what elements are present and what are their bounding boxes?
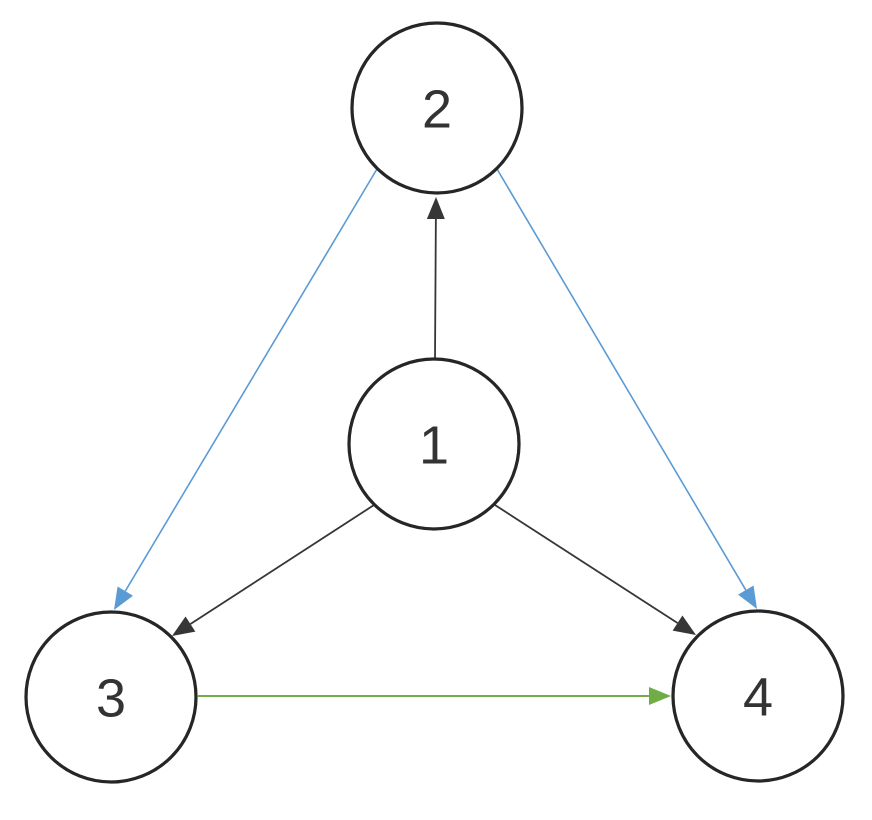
- edge-1-to-2: [426, 197, 445, 361]
- arrowhead-icon: [426, 197, 445, 220]
- node-circle: [350, 21, 524, 195]
- edge-line: [189, 504, 375, 625]
- node-label: 2: [422, 79, 452, 139]
- arrowhead-icon: [172, 616, 196, 636]
- edge-2-to-4: [496, 168, 757, 609]
- edge-line: [124, 168, 378, 592]
- arrowhead-icon: [738, 585, 757, 609]
- arrowhead-icon: [672, 615, 696, 635]
- edge-2-to-3: [114, 168, 378, 610]
- edge-line: [496, 168, 747, 591]
- node-circle: [347, 357, 521, 531]
- edge-3-to-4: [198, 687, 671, 705]
- node-2: 2: [350, 21, 524, 195]
- edge-line: [494, 504, 679, 624]
- node-3: 3: [24, 610, 198, 784]
- arrowhead-icon: [114, 586, 133, 610]
- node-1: 1: [347, 357, 521, 531]
- edge-line: [434, 218, 437, 361]
- edge-1-to-4: [494, 504, 696, 635]
- node-circle: [671, 609, 845, 783]
- node-4: 4: [671, 609, 845, 783]
- node-label: 4: [743, 667, 773, 727]
- edge-1-to-3: [172, 504, 375, 636]
- arrowhead-icon: [649, 687, 671, 705]
- node-circle: [24, 610, 198, 784]
- node-label: 3: [96, 668, 126, 728]
- node-label: 1: [419, 415, 449, 475]
